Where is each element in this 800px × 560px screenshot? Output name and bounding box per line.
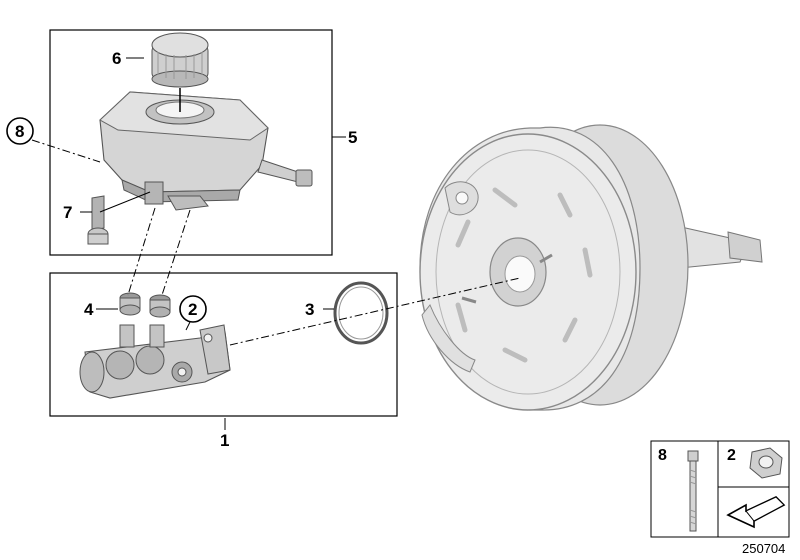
bolt-icon bbox=[687, 450, 699, 532]
callout-6: 6 bbox=[112, 49, 121, 68]
leader-lines bbox=[31, 57, 521, 430]
brake-booster[interactable] bbox=[419, 124, 763, 411]
diagram-id: 250704 bbox=[742, 541, 785, 556]
callout-4: 4 bbox=[84, 300, 94, 319]
connector-hose[interactable] bbox=[87, 195, 109, 245]
arrow-icon bbox=[726, 496, 786, 529]
grommet-right[interactable] bbox=[149, 294, 171, 318]
legend-label-2: 2 bbox=[727, 447, 736, 464]
callout-3: 3 bbox=[305, 300, 314, 319]
hex-nut-icon bbox=[749, 447, 783, 479]
hardware-legend: 8 2 bbox=[650, 440, 790, 538]
fluid-reservoir[interactable] bbox=[99, 91, 313, 211]
callout-5: 5 bbox=[348, 128, 357, 147]
callout-2-circle bbox=[179, 295, 207, 323]
master-cylinder[interactable] bbox=[79, 324, 231, 399]
o-ring[interactable] bbox=[333, 281, 389, 345]
callout-8-circle bbox=[6, 117, 34, 145]
reservoir-cap[interactable] bbox=[151, 32, 209, 104]
callout-2: 2 bbox=[188, 300, 197, 319]
legend-label-8: 8 bbox=[658, 447, 667, 464]
callout-8: 8 bbox=[15, 122, 24, 141]
callout-7: 7 bbox=[63, 203, 72, 222]
master-cylinder-frame bbox=[49, 272, 398, 417]
reservoir-frame bbox=[49, 29, 333, 256]
grommet-left[interactable] bbox=[119, 292, 141, 316]
callout-1: 1 bbox=[220, 431, 229, 450]
